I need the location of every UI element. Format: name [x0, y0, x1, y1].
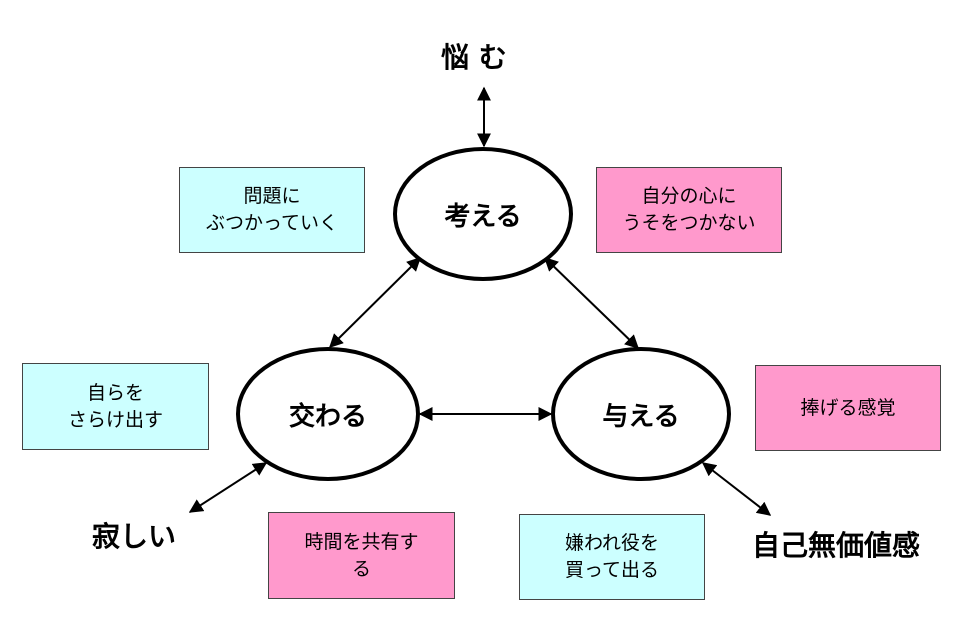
label-worry: 悩 む: [441, 41, 507, 74]
node-interact: 交わる: [236, 347, 420, 481]
label-lonely: 寂しい: [92, 520, 177, 553]
arrow-think-give: [543, 257, 640, 349]
box-honest-heart: 自分の心に うそをつかない: [596, 167, 782, 253]
arrow-think-interact: [329, 257, 421, 348]
box-unpopular-role: 嫌われ役を 買って出る: [519, 514, 705, 600]
arrow-interact-lonely: [188, 462, 268, 513]
node-think: 考える: [393, 147, 573, 281]
box-face-problems: 問題に ぶつかっていく: [179, 167, 365, 253]
box-reveal-self: 自らを さらけ出す: [22, 363, 209, 450]
label-low-self-worth: 自己無価値感: [752, 529, 921, 562]
box-share-time: 時間を共有す る: [268, 512, 455, 599]
box-devotion: 捧げる感覚: [755, 365, 941, 451]
arrow-give-selfworth: [701, 462, 772, 516]
node-give: 与える: [551, 347, 731, 481]
